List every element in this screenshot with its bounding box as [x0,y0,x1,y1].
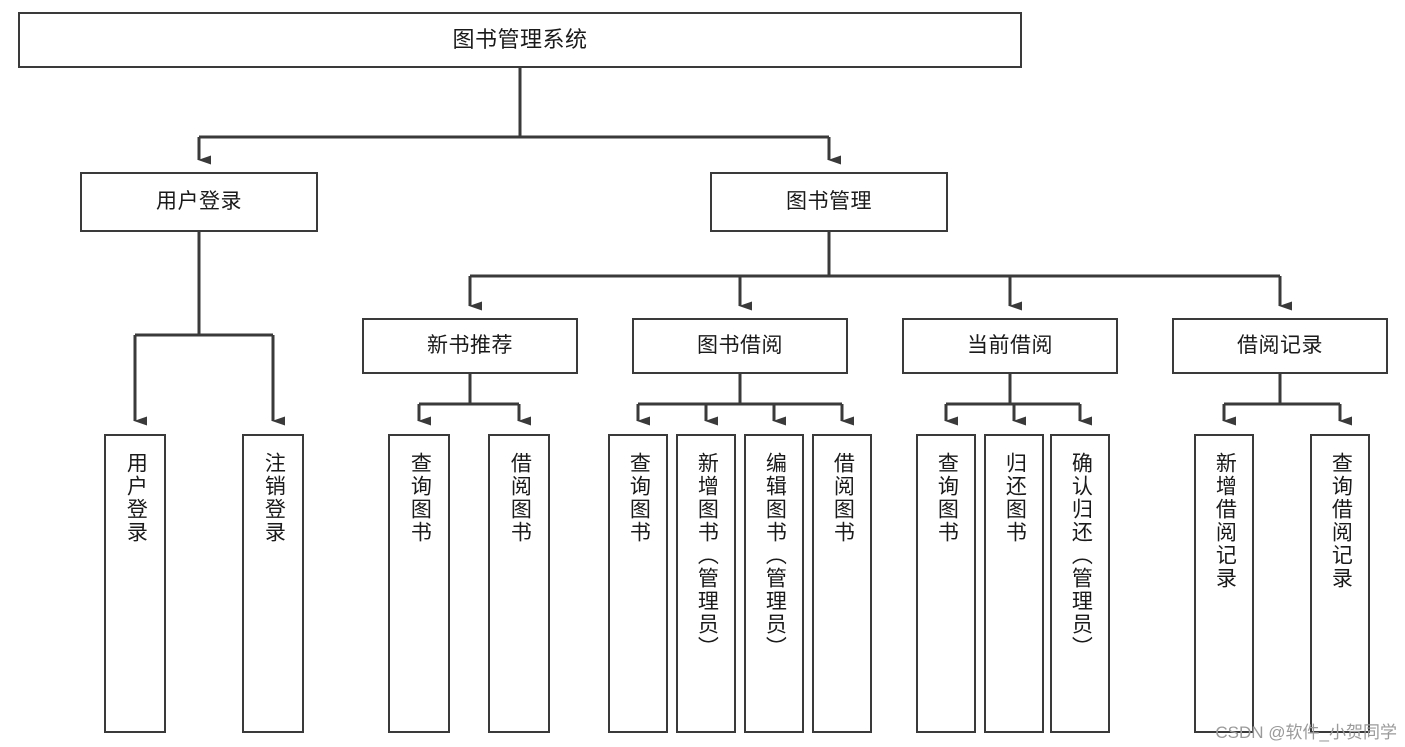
node-new-book-recommendation-label: 新书推荐 [427,334,513,358]
node-user-login[interactable]: 用户登录 [80,172,318,232]
leaf-edit-book-admin[interactable]: 编辑图书（管理员） [744,434,804,733]
csdn-watermark: CSDN @软件_小贺同学 [1215,723,1397,742]
leaf-query-book-current[interactable]: 查询图书 [916,434,976,733]
leaf-add-book-admin-label: 新增图书（管理员） [695,452,719,659]
leaf-borrow-book[interactable]: 借阅图书 [812,434,872,733]
leaf-query-book-borrow-label: 查询图书 [627,452,651,544]
node-root[interactable]: 图书管理系统 [18,12,1022,68]
leaf-logout-label: 注销登录 [262,452,286,544]
leaf-query-book-rec[interactable]: 查询图书 [388,434,450,733]
node-borrow-records[interactable]: 借阅记录 [1172,318,1388,374]
leaf-user-login[interactable]: 用户登录 [104,434,166,733]
leaf-confirm-return-admin[interactable]: 确认归还（管理员） [1050,434,1110,733]
leaf-add-book-admin[interactable]: 新增图书（管理员） [676,434,736,733]
leaf-add-borrow-record-label: 新增借阅记录 [1213,452,1237,590]
leaf-borrow-book-label: 借阅图书 [831,452,855,544]
leaf-edit-book-admin-label: 编辑图书（管理员） [763,452,787,659]
leaf-return-book-label: 归还图书 [1003,452,1027,544]
leaf-add-borrow-record[interactable]: 新增借阅记录 [1194,434,1254,733]
leaf-borrow-book-rec-label: 借阅图书 [508,452,532,544]
node-book-borrowing-label: 图书借阅 [697,334,783,358]
leaf-query-book-borrow[interactable]: 查询图书 [608,434,668,733]
leaf-borrow-book-rec[interactable]: 借阅图书 [488,434,550,733]
node-book-management[interactable]: 图书管理 [710,172,948,232]
node-root-label: 图书管理系统 [452,26,588,52]
node-book-management-label: 图书管理 [786,190,872,214]
leaf-return-book[interactable]: 归还图书 [984,434,1044,733]
node-user-login-label: 用户登录 [156,190,242,214]
node-new-book-recommendation[interactable]: 新书推荐 [362,318,578,374]
leaf-user-login-label: 用户登录 [124,452,148,544]
leaf-query-book-current-label: 查询图书 [935,452,959,544]
node-current-borrowing[interactable]: 当前借阅 [902,318,1118,374]
leaf-query-borrow-record[interactable]: 查询借阅记录 [1310,434,1370,733]
leaf-query-book-rec-label: 查询图书 [408,452,432,544]
node-borrow-records-label: 借阅记录 [1237,334,1323,358]
node-book-borrowing[interactable]: 图书借阅 [632,318,848,374]
leaf-query-borrow-record-label: 查询借阅记录 [1329,452,1353,590]
node-current-borrowing-label: 当前借阅 [967,334,1053,358]
leaf-logout[interactable]: 注销登录 [242,434,304,733]
leaf-confirm-return-admin-label: 确认归还（管理员） [1069,452,1093,659]
